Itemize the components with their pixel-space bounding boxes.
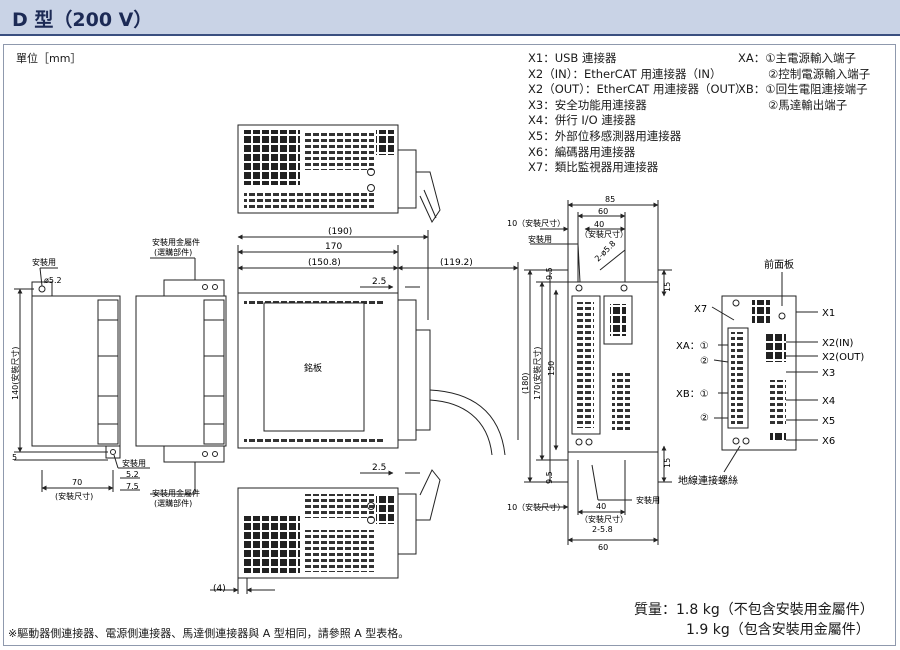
legend-x3: X3：安全功能用連接器 (528, 97, 647, 112)
mass-line-2: 1.9 kg（包含安裝用金屬件） (686, 622, 870, 638)
panel-x5: X5 (822, 416, 835, 427)
legend-xa2: ②控制電源輸入端子 (768, 66, 871, 81)
side-mount-hole: 安裝用 (32, 257, 56, 267)
side-view (14, 257, 227, 495)
panel-xa2: ② (700, 356, 709, 367)
rear-view (524, 200, 672, 545)
dim-170: 170 (325, 242, 342, 252)
top-view (237, 124, 441, 224)
rear-dim-15-top: 15 (663, 282, 672, 292)
nameplate-label: 銘板 (304, 362, 322, 374)
panel-x2-in: X2(IN) (822, 338, 854, 349)
rear-dim-10-top: 10（安裝尺寸） (507, 218, 565, 228)
dim-190: (190) (328, 227, 352, 237)
panel-xb2: ② (700, 413, 709, 424)
rear-dim-40-top: 40 (594, 220, 604, 229)
dim-2-5-bottom: 2.5 (372, 463, 386, 473)
legend-x2-in: X2（IN）：EtherCAT 用連接器（IN） (528, 66, 722, 81)
page-title: D 型（200 V） (12, 9, 153, 31)
legend-x5: X5：外部位移感測器用連接器 (528, 128, 682, 143)
side-width-note: (安裝尺寸) (55, 491, 93, 501)
header-bar: D 型（200 V） (0, 0, 900, 36)
panel-xb1: XB：① (676, 389, 709, 400)
panel-x6: X6 (822, 436, 835, 447)
legend-xa1: XA：①主電源輸入端子 (738, 51, 857, 65)
rear-dim-15-bottom: 15 (663, 458, 672, 468)
drawing-frame (3, 44, 896, 646)
side-bracket-top-note: (選購部件) (154, 247, 192, 257)
rear-dim-10-bottom: 10（安裝尺寸） (507, 502, 565, 512)
panel-x7: X7 (694, 304, 707, 315)
rear-mount-note-top: （安裝尺寸） (580, 229, 628, 239)
side-dim-5: 5 (12, 453, 17, 462)
dim-150-8: (150.8) (308, 258, 341, 268)
panel-x2-out: X2(OUT) (822, 352, 864, 363)
dim-2-5-top: 2.5 (372, 277, 386, 287)
terminal-legend: XA：①主電源輸入端子 ②控制電源輸入端子 XB：①回生電阻連接端子 ②馬達輸出… (738, 51, 870, 113)
side-mount-hole-bottom: 安裝用 (122, 458, 146, 468)
rear-slot-5-8: 2-5.8 (592, 525, 613, 534)
panel-ground-screw: 地線連接螺絲 (678, 474, 738, 487)
legend-x1: X1：USB 連接器 (528, 51, 617, 65)
dim-4: (4) (213, 584, 226, 594)
rear-dim-40-bottom: 40 (596, 502, 606, 511)
side-bracket-bottom-note: (選購部件) (154, 498, 192, 508)
legend-xb1: XB：①回生電阻連接端子 (738, 82, 868, 97)
legend-x7: X7：類比監視器用連接器 (528, 160, 659, 175)
rear-dim-9-5-bottom: 9.5 (545, 471, 554, 484)
side-dia: ø5.2 (44, 276, 62, 285)
rear-dim-60-bottom: 60 (598, 543, 608, 552)
bottom-view (210, 469, 441, 594)
rear-dim-170-mount: 170(安裝尺寸) (532, 346, 542, 400)
side-bracket-bottom: 安裝用金屬件 (152, 488, 200, 498)
rear-dia-5-8: 2-ø5.8 (593, 239, 617, 263)
panel-xa1: XA：① (676, 341, 709, 352)
rear-dim-60-top: 60 (598, 207, 608, 216)
legend-x2-out: X2（OUT）：EtherCAT 用連接器（OUT） (528, 82, 747, 97)
rear-dim-150: 150 (547, 361, 556, 376)
rear-mount-hole-bottom: 安裝用 (636, 495, 660, 505)
side-height-dim: 140(安裝尺寸) (10, 346, 20, 400)
legend-x6: X6：編碼器用連接器 (528, 144, 636, 159)
side-dim-7-5: 7.5 (126, 482, 139, 491)
front-panel-view (711, 272, 818, 473)
side-dim-5-2: 5.2 (126, 470, 139, 479)
rear-dim-180: (180) (521, 372, 530, 394)
connector-legend: X1：USB 連接器 X2（IN）：EtherCAT 用連接器（IN） X2（O… (528, 51, 746, 176)
panel-x4: X4 (822, 396, 835, 407)
rear-dim-85: 85 (605, 195, 615, 204)
unit-label: 單位［mm］ (16, 52, 82, 65)
rear-dim-9-5-top: 9.5 (545, 267, 554, 280)
mass-info: 質量：1.8 kg（不包含安裝用金屬件） 1.9 kg（包含安裝用金屬件） (634, 600, 874, 640)
side-width-dim: 70 (72, 478, 82, 487)
legend-x4: X4：併行 I/O 連接器 (528, 113, 636, 128)
footnote: ※驅動器側連接器、電源側連接器、馬達側連接器與 A 型相同，請參照 A 型表格。 (8, 627, 410, 640)
rear-mount-hole-top: 安裝用 (528, 234, 552, 244)
side-bracket-top: 安裝用金屬件 (152, 237, 200, 247)
dim-119-2: (119.2) (440, 258, 473, 268)
front-view (237, 230, 519, 476)
legend-xb2: ②馬達輸出端子 (768, 97, 848, 112)
panel-title: 前面板 (764, 258, 794, 271)
mass-line-1: 質量：1.8 kg（不包含安裝用金屬件） (634, 602, 874, 618)
rear-mount-note-bottom: （安裝尺寸） (580, 514, 628, 524)
panel-x3: X3 (822, 368, 835, 379)
panel-x1: X1 (822, 308, 835, 319)
